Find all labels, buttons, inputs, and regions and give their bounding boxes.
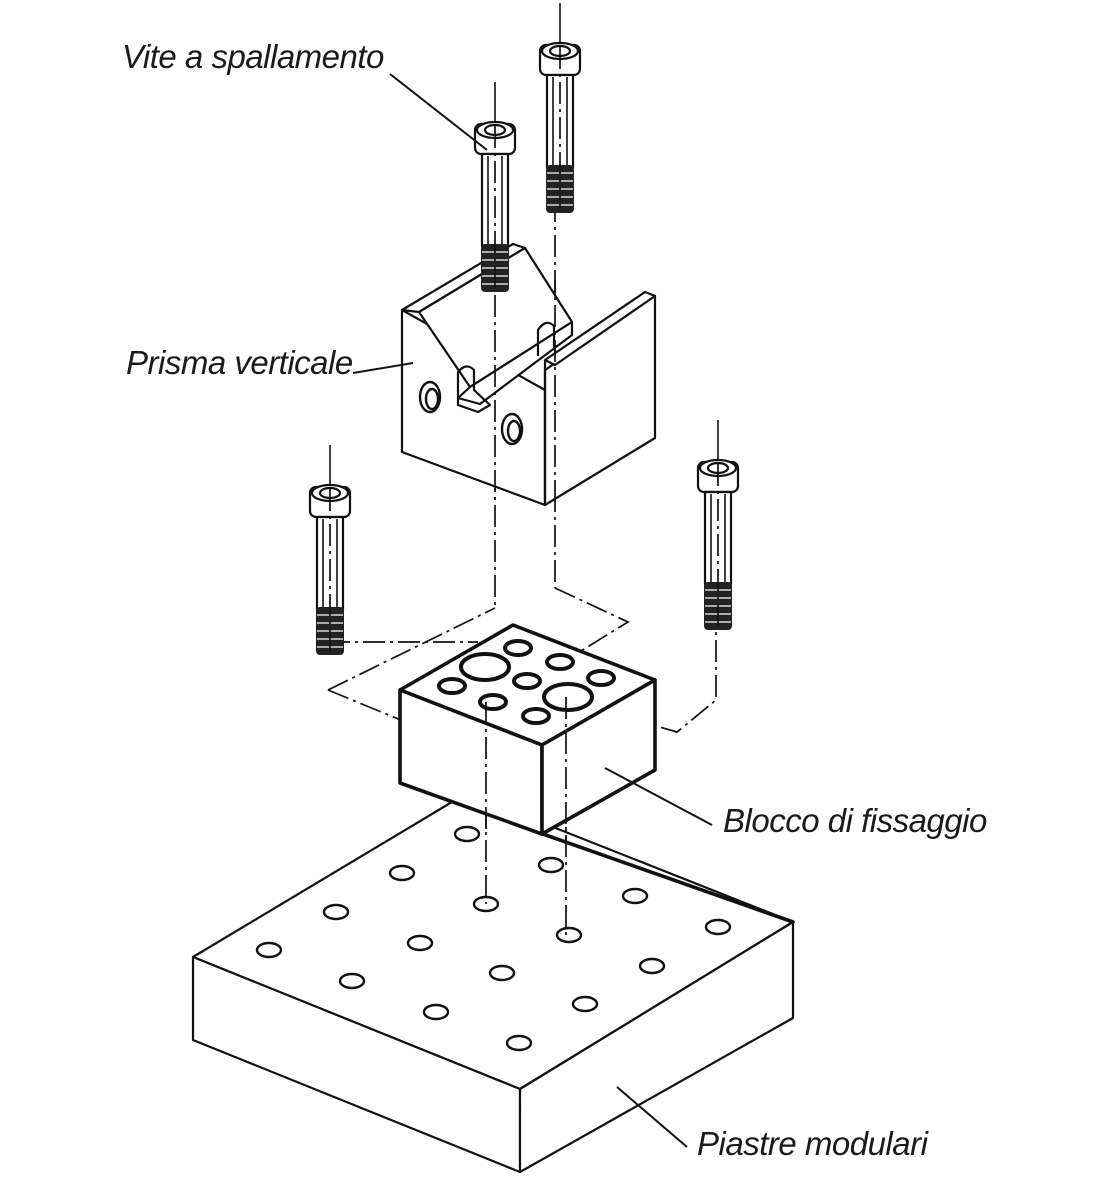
- shoulder-screw: [696, 418, 740, 632]
- vertical-prism: [400, 200, 657, 507]
- block-hole: [512, 672, 542, 690]
- leader-shoulder-screw: [389, 73, 488, 151]
- plate-holes: [255, 825, 732, 1052]
- block-hole: [437, 677, 467, 695]
- plate-right-face: [518, 920, 795, 1174]
- plate-hole: [388, 864, 416, 882]
- plate-hole: [621, 887, 649, 905]
- plate-hole: [453, 825, 481, 843]
- prism-slot: [536, 321, 556, 357]
- block-hole-large: [542, 682, 594, 712]
- block-hole: [521, 707, 551, 725]
- plate-hole: [422, 1003, 450, 1021]
- leader-modular-plates: [616, 1086, 688, 1148]
- plate-hole: [505, 1034, 533, 1052]
- label-modular-plates: Piastre modulari: [697, 1125, 930, 1162]
- label-clamping-block: Blocco di fissaggio: [723, 802, 987, 839]
- block-right-face: [540, 678, 657, 836]
- modular-plate: [191, 791, 795, 1174]
- prism-slot: [456, 365, 492, 414]
- clamping-block: [327, 280, 717, 840]
- plate-hole: [338, 972, 366, 990]
- block-hole: [545, 653, 575, 671]
- prism-v-channel: [456, 320, 574, 406]
- prism-side-hole-inner: [424, 387, 440, 411]
- leader-vertical-prism: [352, 362, 414, 374]
- plate-hole: [555, 926, 583, 944]
- projection-line: [329, 500, 478, 643]
- block-hole: [478, 693, 508, 711]
- shoulder-screw: [473, 80, 517, 294]
- block-hole-large: [459, 652, 511, 682]
- plate-hole: [322, 903, 350, 921]
- shoulder-screw: [308, 443, 352, 657]
- plate-hole: [704, 918, 732, 936]
- plate-hole: [571, 995, 599, 1013]
- label-vertical-prism: Prisma verticale: [126, 344, 353, 381]
- block-hole: [586, 669, 616, 687]
- projection-line: [554, 587, 630, 663]
- label-shoulder-screw: Vite a spallamento: [122, 38, 384, 75]
- plate-back-edge: [538, 831, 795, 924]
- projection-line: [327, 607, 496, 691]
- plate-hole: [638, 957, 666, 975]
- leader-clamping-block: [604, 767, 713, 826]
- prism-side-hole-inner: [506, 419, 522, 443]
- plate-hole: [488, 964, 516, 982]
- plate-hole: [406, 934, 434, 952]
- plate-hole: [537, 856, 565, 874]
- shoulder-screw: [538, 1, 582, 215]
- plate-hole: [255, 941, 283, 959]
- block-hole: [503, 639, 533, 657]
- prism-right-top-strip: [543, 290, 657, 367]
